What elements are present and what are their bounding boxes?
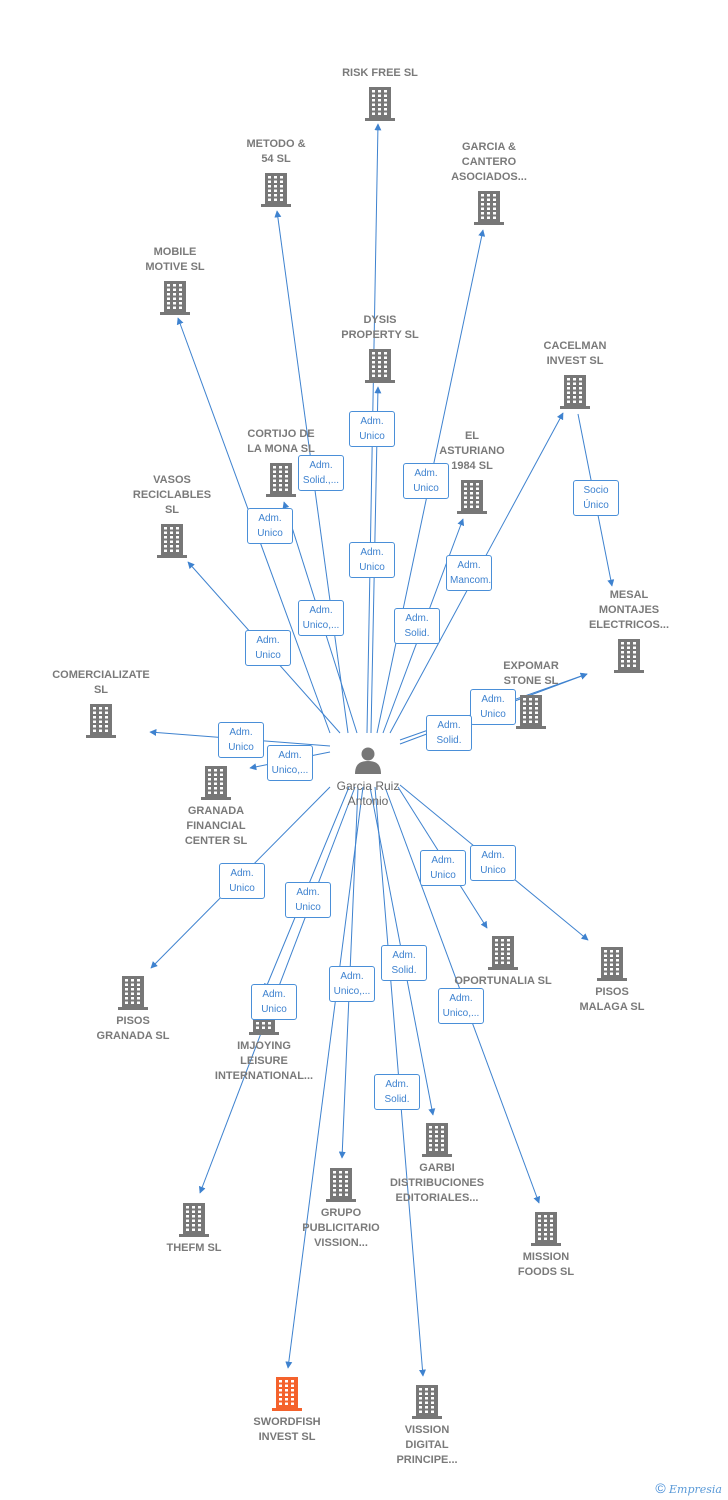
building-icon-expomar[interactable] [515,693,547,729]
building-icon-vission_digital[interactable] [411,1383,443,1419]
role-badge-cacelman[interactable]: Adm. Mancom. [446,555,492,591]
building-icon-granada_fin[interactable] [200,764,232,800]
company-label-granada_fin[interactable]: GRANADA FINANCIAL CENTER SL [184,805,248,847]
role-badge-cortijo[interactable]: Adm. Solid.,... [298,455,344,491]
footer-brand: © Empresia [655,1480,722,1496]
building-icon-grupo[interactable] [325,1166,357,1202]
company-label-pisos_malaga[interactable]: PISOS MALAGA SL [579,986,645,1013]
company-label-mobile[interactable]: MOBILE MOTIVE SL [145,246,205,273]
building-icon-cacelman[interactable] [559,373,591,409]
company-label-risk[interactable]: RISK FREE SL [342,67,418,79]
role-badge-mesal[interactable]: Socio Único [573,480,619,516]
company-label-expomar[interactable]: EXPOMAR STONE SL [503,660,559,687]
role-badge-expomar[interactable]: Adm. Solid. [426,715,472,751]
building-icon-garbi[interactable] [421,1121,453,1157]
role-badge-pisos_malaga[interactable]: Adm. Unico [470,845,516,881]
company-label-pisos_granada[interactable]: PISOS GRANADA SL [96,1015,170,1042]
company-label-dysis[interactable]: DYSIS PROPERTY SL [341,314,419,341]
role-badge-pisos_granada[interactable]: Adm. Unico [219,863,265,899]
role-badge-comercializate[interactable]: Adm. Unico [218,722,264,758]
company-label-asturiano[interactable]: EL ASTURIANO 1984 SL [439,430,505,472]
building-icon-asturiano[interactable] [456,478,488,514]
role-badge-risk[interactable]: Adm. Unico [349,542,395,578]
role-badge-oportunalia[interactable]: Adm. Unico [420,850,466,886]
company-label-mesal[interactable]: MESAL MONTAJES ELECTRICOS... [588,589,670,631]
building-icon-mission[interactable] [530,1210,562,1246]
role-badge-grupo[interactable]: Adm. Unico,... [329,966,375,1002]
role-badge-mobile[interactable]: Adm. Unico [245,630,291,666]
building-icon-oportunalia[interactable] [487,934,519,970]
company-label-swordfish[interactable]: SWORDFISH INVEST SL [253,1416,321,1443]
role-badge-dysis[interactable]: Adm. Unico [349,411,395,447]
role-badge-mission[interactable]: Adm. Unico,... [438,988,484,1024]
building-icon-vasos[interactable] [156,522,188,558]
company-label-oportunalia[interactable]: OPORTUNALIA SL [454,975,552,987]
building-icon-thefm[interactable] [178,1201,210,1237]
edge-swordfish [285,786,364,1369]
company-label-thefm[interactable]: THEFM SL [166,1242,222,1254]
building-icon-cortijo[interactable] [265,461,297,497]
company-label-comercializate[interactable]: COMERCIALIZATE SL [52,669,150,696]
company-label-garbi[interactable]: GARBI DISTRIBUCIONES EDITORIALES... [389,1162,485,1204]
role-badge-vission_digital[interactable]: Adm. Solid. [374,1074,420,1110]
building-icon-mesal[interactable] [613,637,645,673]
role-badge-thefm[interactable]: Adm. Unico [251,984,297,1020]
role-badge-imjoying[interactable]: Adm. Unico [285,882,331,918]
company-label-cortijo[interactable]: CORTIJO DE LA MONA SL [247,428,315,455]
building-icon-swordfish[interactable] [271,1375,303,1411]
center-person-label[interactable]: Garcia Ruiz Antonio [336,779,400,808]
person-icon[interactable] [353,745,383,775]
company-label-metodo[interactable]: METODO & 54 SL [246,138,306,165]
company-label-mission[interactable]: MISSION FOODS SL [517,1251,575,1278]
building-icon-metodo[interactable] [260,171,292,207]
company-label-vission_digital[interactable]: VISSION DIGITAL PRINCIPE... [396,1424,458,1466]
building-icon-risk[interactable] [364,85,396,121]
role-badge-garcia[interactable]: Adm. Solid. [394,608,440,644]
role-badge-vasos[interactable]: Adm. Unico [247,508,293,544]
building-icon-dysis[interactable] [364,347,396,383]
building-icon-pisos_malaga[interactable] [596,945,628,981]
role-badge-metodo[interactable]: Adm. Unico,... [298,600,344,636]
brand-logo: Empresia [669,1483,722,1496]
company-label-grupo[interactable]: GRUPO PUBLICITARIO VISSION... [302,1207,380,1249]
building-icon-mobile[interactable] [159,279,191,315]
building-icon-comercializate[interactable] [85,702,117,738]
company-label-imjoying[interactable]: IMJOYING LEISURE INTERNATIONAL... [214,1040,314,1082]
building-icon-pisos_granada[interactable] [117,974,149,1010]
role-badge-expomar[interactable]: Adm. Unico [470,689,516,725]
copyright-icon: © [655,1480,666,1496]
role-badge-garbi[interactable]: Adm. Solid. [381,945,427,981]
company-label-vasos[interactable]: VASOS RECICLABLES SL [132,474,212,516]
company-label-cacelman[interactable]: CACELMAN INVEST SL [543,340,607,367]
building-icon-garcia[interactable] [473,189,505,225]
role-badge-asturiano[interactable]: Adm. Unico [403,463,449,499]
company-label-garcia[interactable]: GARCIA & CANTERO ASOCIADOS... [451,141,527,183]
role-badge-granada_fin[interactable]: Adm. Unico,... [267,745,313,781]
